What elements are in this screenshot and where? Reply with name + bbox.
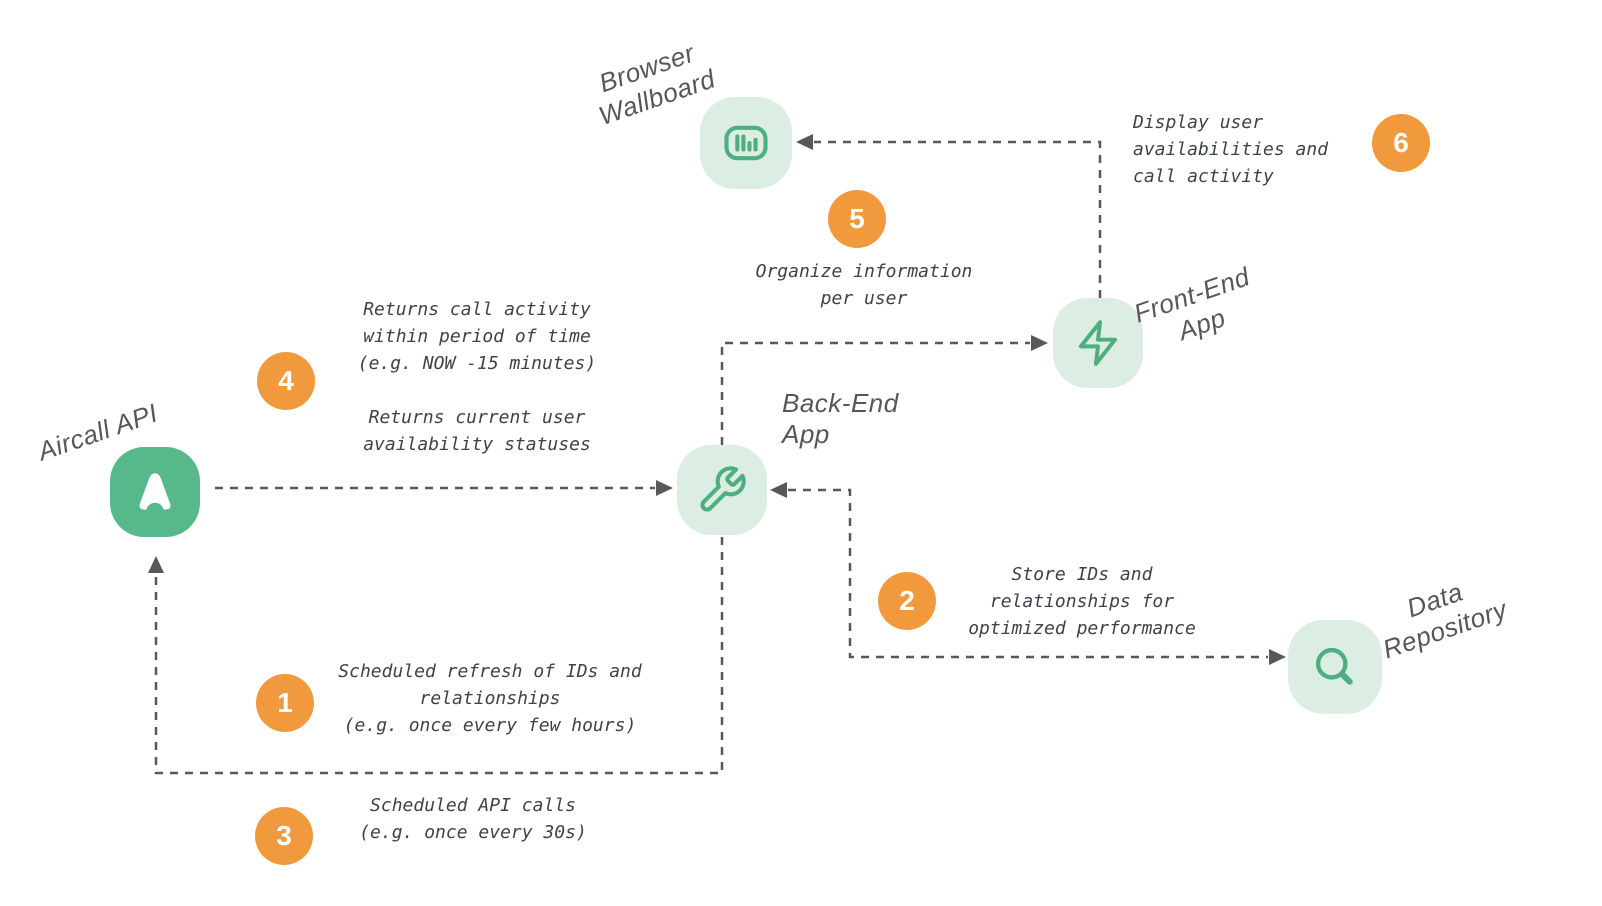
step-badge-5: 5	[828, 190, 886, 248]
frontend-app-node	[1053, 298, 1143, 388]
bar-chart-icon	[724, 125, 768, 161]
backend-app-label: Back-End App	[782, 388, 899, 449]
step-text-3: Scheduled API calls (e.g. once every 30s…	[359, 795, 587, 843]
arrowhead-into-backend-left	[656, 480, 673, 496]
step-number: 3	[276, 820, 292, 851]
line-frontend-to-wallboard	[814, 140, 1102, 298]
magnifier-icon	[1315, 647, 1353, 685]
line-backend-to-datarepo	[788, 488, 1268, 659]
step-text-2: Store IDs and relationships for optimize…	[968, 564, 1196, 639]
arrowhead-into-aircall	[148, 556, 164, 573]
arrowhead-into-datarepo	[1269, 649, 1286, 665]
step-number: 2	[899, 585, 915, 616]
step-number: 4	[278, 365, 294, 396]
step-number: 6	[1393, 127, 1409, 158]
aircall-api-node	[110, 447, 200, 537]
lightning-icon	[1078, 320, 1118, 366]
arrowhead-into-backend-right	[770, 482, 787, 498]
wrench-icon	[700, 466, 746, 512]
step-text-4: Returns call activity within period of t…	[357, 299, 597, 455]
step-text-6: Display user availabilities and call act…	[1133, 112, 1329, 187]
backend-app-node	[677, 445, 767, 535]
step-badge-2: 2	[878, 572, 936, 630]
data-repository-node	[1288, 620, 1382, 714]
step-number: 1	[277, 687, 293, 718]
step-text-5: Organize information per user	[755, 261, 973, 309]
step-badge-6: 6	[1372, 114, 1430, 172]
line-backend-loop-to-aircall	[154, 537, 724, 775]
step-badge-4: 4	[257, 352, 315, 410]
arrowhead-into-frontend	[1031, 335, 1048, 351]
step-number: 5	[849, 203, 865, 234]
step-badge-1: 1	[256, 674, 314, 732]
step-text-1: Scheduled refresh of IDs and relationshi…	[338, 661, 642, 736]
line-backend-to-frontend	[720, 341, 1030, 445]
aircall-logo-icon	[139, 473, 171, 510]
arrowhead-into-wallboard	[796, 134, 813, 150]
browser-wallboard-node	[700, 97, 792, 189]
step-badge-3: 3	[255, 807, 313, 865]
